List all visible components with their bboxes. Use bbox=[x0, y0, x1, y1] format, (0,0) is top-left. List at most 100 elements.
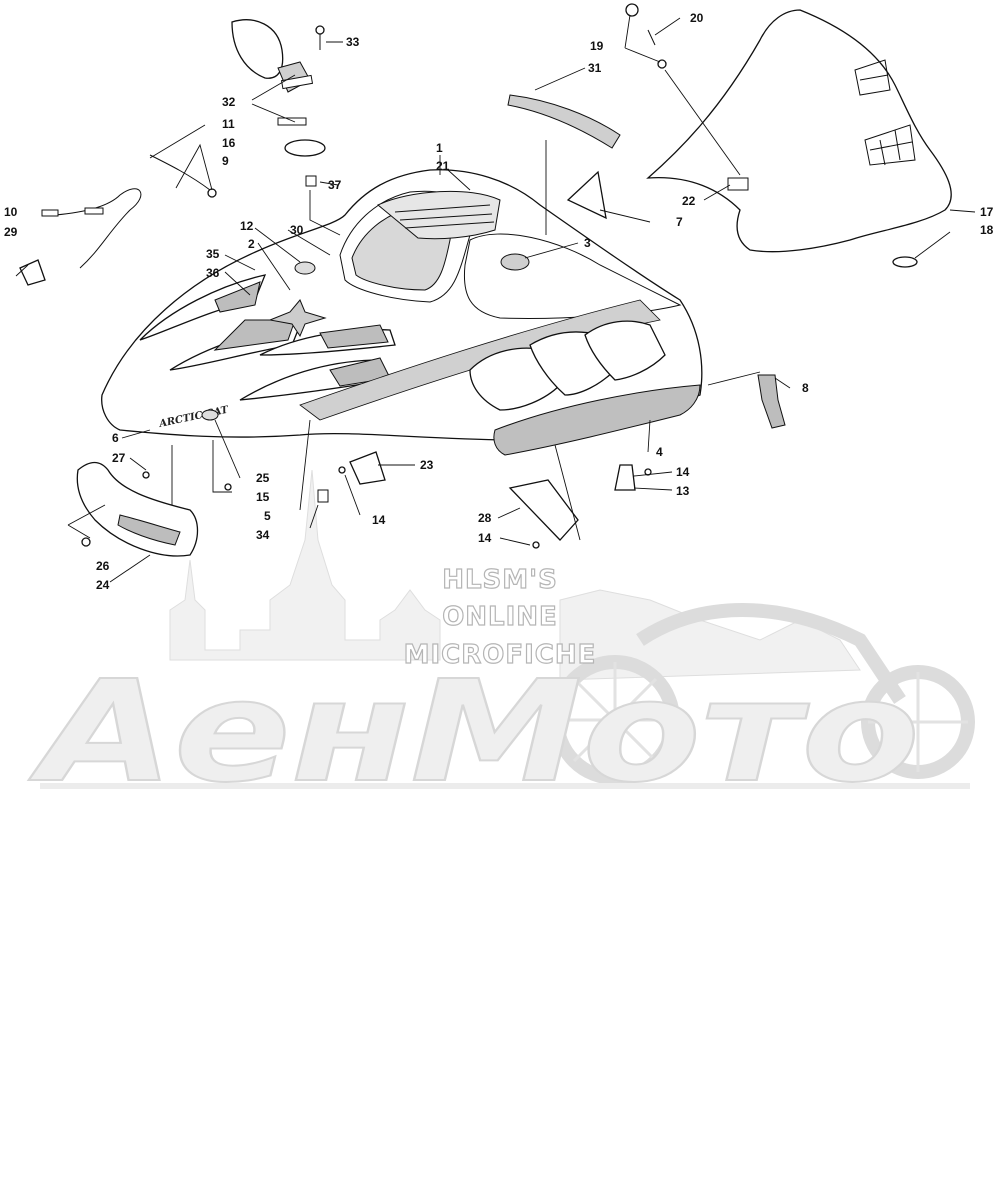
cable-wire-long bbox=[54, 188, 142, 269]
watermark: AeнMoтo HLSM'S ONLINE MICROFICHE bbox=[27, 469, 975, 815]
dash-panel bbox=[377, 190, 501, 240]
watermark-line-2: ONLINE bbox=[442, 602, 558, 632]
callout-25: 25 bbox=[256, 471, 270, 485]
cable-wire bbox=[149, 154, 211, 191]
cable-clamp-10 bbox=[41, 209, 59, 217]
fastener-15 bbox=[224, 483, 232, 491]
callout-3: 3 bbox=[584, 236, 591, 250]
belly-pan-28 bbox=[508, 479, 579, 541]
callout-22: 22 bbox=[682, 194, 696, 208]
callout-14-c: 14 bbox=[676, 465, 690, 479]
callout-33: 33 bbox=[346, 35, 360, 49]
clip-23 bbox=[349, 451, 386, 485]
mirror-base-plate bbox=[277, 117, 307, 126]
callout-15: 15 bbox=[256, 490, 270, 504]
front-bumper bbox=[76, 461, 199, 557]
callout-14-b: 14 bbox=[478, 531, 492, 545]
side-emblem-panel bbox=[493, 384, 701, 456]
callout-27: 27 bbox=[112, 451, 126, 465]
callout-29: 29 bbox=[4, 225, 18, 239]
callout-8: 8 bbox=[802, 381, 809, 395]
fastener-14c bbox=[644, 468, 652, 476]
cable-grommet-9 bbox=[207, 188, 217, 198]
windshield-mesh bbox=[854, 59, 916, 166]
bumper-screw-26 bbox=[81, 537, 91, 547]
callout-24: 24 bbox=[96, 578, 110, 592]
callout-36: 36 bbox=[206, 266, 220, 280]
callout-28: 28 bbox=[478, 511, 492, 525]
watermark-skyline-icon bbox=[169, 469, 861, 681]
windshield-trim-31 bbox=[507, 94, 621, 149]
hood-badge-25 bbox=[201, 409, 219, 421]
small-parts bbox=[224, 374, 786, 549]
fastener-14b bbox=[532, 541, 540, 549]
mirror-screw-head-33 bbox=[315, 25, 325, 35]
watermark-motorcycle-spokes bbox=[557, 662, 968, 778]
callout-14-a: 14 bbox=[372, 513, 386, 527]
watermark-logo-text: AeнMoтo bbox=[28, 651, 920, 814]
callout-20: 20 bbox=[690, 11, 704, 25]
callout-9: 9 bbox=[222, 154, 229, 168]
hood-star-decal bbox=[268, 299, 327, 338]
callout-1: 1 bbox=[436, 141, 443, 155]
mirror-assembly bbox=[231, 19, 326, 187]
callout-11: 11 bbox=[222, 117, 235, 131]
callout-13: 13 bbox=[676, 484, 690, 498]
hood-assembly: ARCTIC CAT bbox=[101, 169, 703, 456]
callout-18: 18 bbox=[980, 223, 994, 237]
bumper-assembly bbox=[76, 461, 199, 557]
mirror-glass bbox=[231, 19, 284, 79]
watermark-line-3: MICROFICHE bbox=[404, 640, 597, 670]
callout-4: 4 bbox=[656, 445, 663, 459]
callout-37: 37 bbox=[328, 178, 342, 192]
windshield-grommet-18 bbox=[892, 256, 918, 268]
side-louvers bbox=[469, 320, 666, 411]
callout-2: 2 bbox=[248, 237, 255, 251]
callout-10: 10 bbox=[4, 205, 18, 219]
hood-decal-12 bbox=[294, 261, 316, 275]
hood-vents bbox=[139, 274, 396, 401]
cable-assembly bbox=[19, 154, 217, 286]
fastener-34 bbox=[317, 489, 329, 503]
mirror-gasket bbox=[284, 139, 326, 157]
fastener-14a bbox=[338, 466, 346, 474]
callout-6: 6 bbox=[112, 431, 119, 445]
callout-19: 19 bbox=[590, 39, 604, 53]
watermark-baseline bbox=[40, 783, 970, 789]
callout-16: 16 bbox=[222, 136, 236, 150]
callout-23: 23 bbox=[420, 458, 434, 472]
dash-panel-hatching bbox=[394, 204, 495, 229]
callout-26: 26 bbox=[96, 559, 110, 573]
mirror-bracket bbox=[280, 74, 314, 90]
bumper-screw-27 bbox=[142, 471, 150, 479]
callout-17: 17 bbox=[980, 205, 994, 219]
windshield-nut-19 bbox=[625, 3, 639, 17]
hood-right-panel bbox=[463, 233, 682, 319]
windshield-screw-20 bbox=[647, 29, 656, 46]
callout-12: 12 bbox=[240, 219, 254, 233]
bracket-13 bbox=[614, 464, 636, 491]
hood-side-stripe bbox=[299, 299, 661, 421]
windshield bbox=[646, 9, 952, 253]
watermark-line-1: HLSM'S bbox=[442, 565, 558, 595]
callout-31: 31 bbox=[588, 61, 602, 75]
cable-clip-29 bbox=[19, 259, 46, 286]
callout-7: 7 bbox=[676, 215, 683, 229]
callouts: 33 32 11 16 9 10 29 37 1 21 12 2 30 35 3… bbox=[4, 11, 994, 592]
callout-21: 21 bbox=[436, 159, 450, 173]
strap-8 bbox=[757, 374, 786, 429]
windshield-deflector-7 bbox=[566, 170, 607, 220]
callout-30: 30 bbox=[290, 223, 304, 237]
callout-32: 32 bbox=[222, 95, 236, 109]
callout-34: 34 bbox=[256, 528, 270, 542]
callout-35: 35 bbox=[206, 247, 220, 261]
windshield-mount-22 bbox=[727, 177, 749, 191]
callout-5: 5 bbox=[264, 509, 271, 523]
leader-lines bbox=[15, 14, 976, 583]
mirror-mount-cover bbox=[500, 253, 530, 271]
cable-connector bbox=[84, 207, 104, 215]
mirror-nut bbox=[305, 175, 317, 187]
bumper-opening bbox=[117, 514, 181, 546]
windshield-assembly bbox=[507, 3, 952, 268]
